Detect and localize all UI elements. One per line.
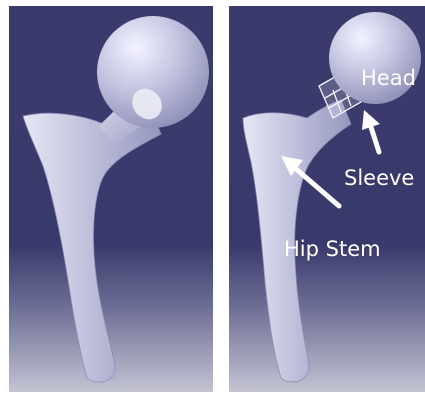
implant-left-svg	[9, 6, 213, 392]
implant-render-right: Head Sleeve Hip Stem	[229, 6, 425, 392]
implant-render-left	[9, 6, 213, 392]
label-hip-stem: Hip Stem	[284, 239, 381, 260]
implant-right-svg	[229, 6, 425, 392]
femoral-head	[329, 12, 421, 104]
label-head: Head	[361, 68, 416, 89]
label-sleeve: Sleeve	[344, 168, 414, 189]
